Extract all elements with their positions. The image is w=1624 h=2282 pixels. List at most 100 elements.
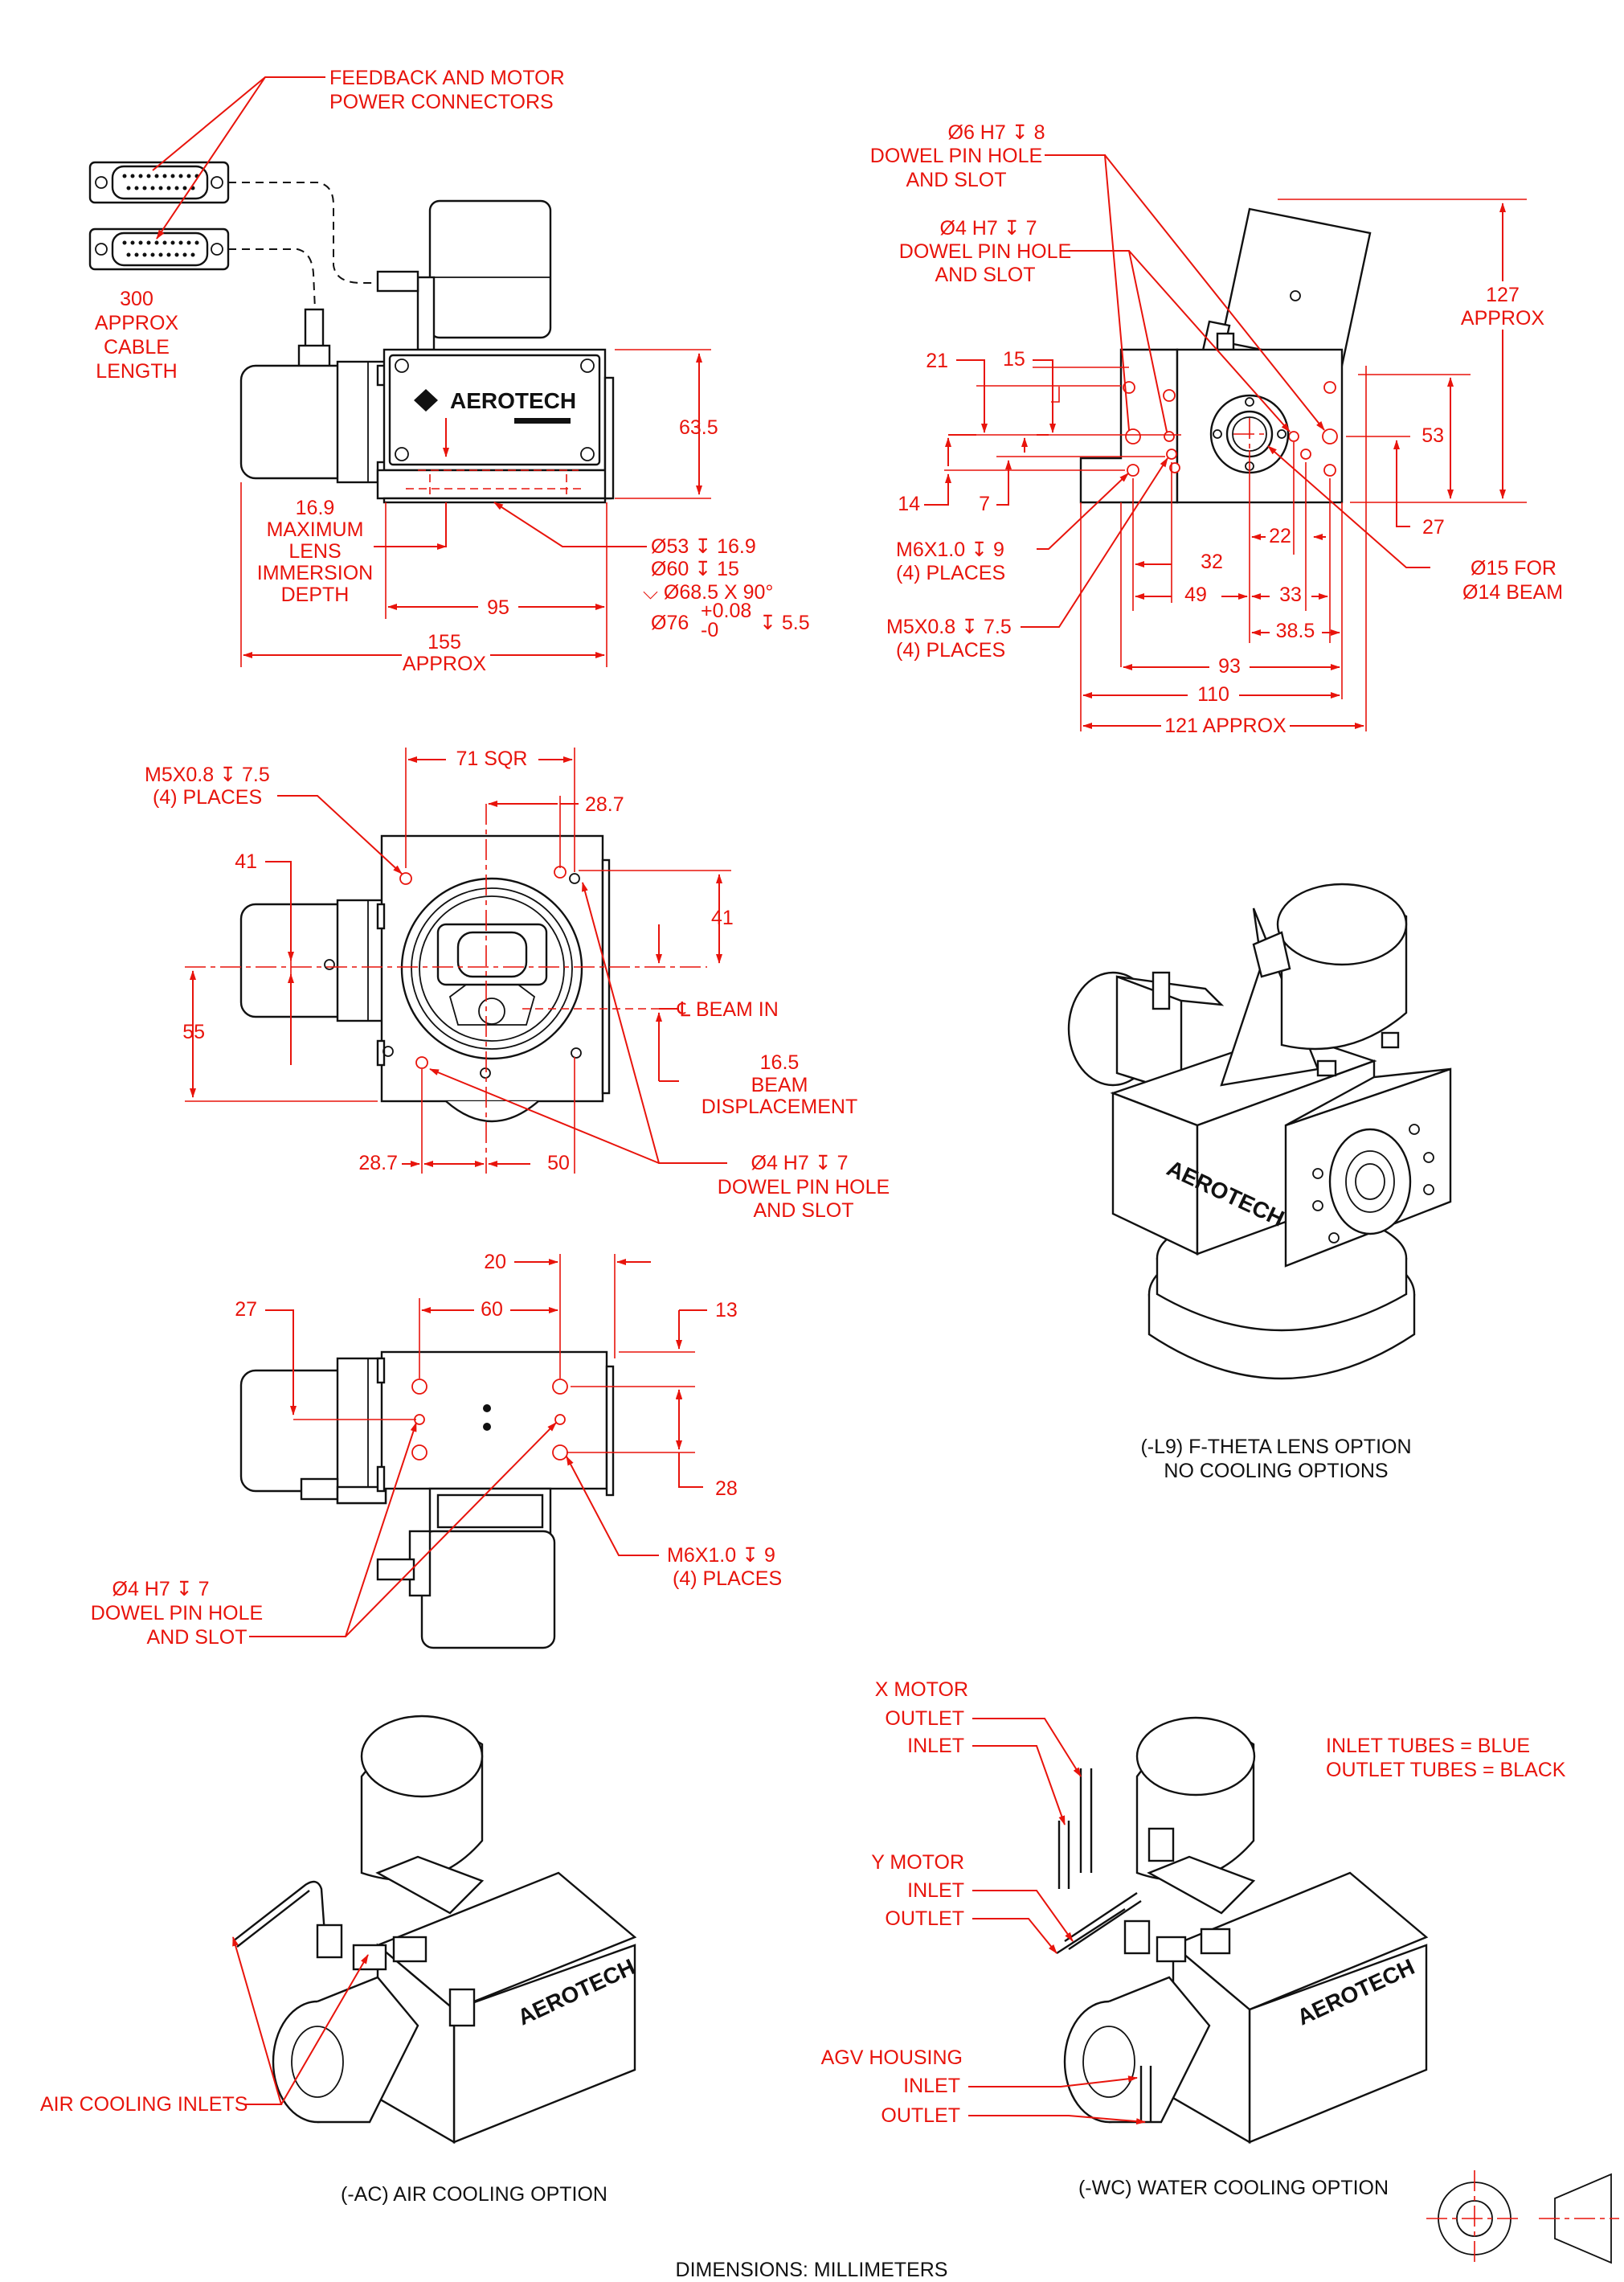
wc-iso-view: AEROTECH X MOTOR OUTLET INLET Y MOTOR IN… — [821, 1678, 1566, 2199]
aerotech-logo-side: AEROTECH — [450, 388, 576, 413]
connectors-label-1: FEEDBACK AND MOTOR — [329, 67, 565, 89]
ac-inlets: AIR COOLING INLETS — [40, 2093, 247, 2116]
b-28-7-top: 28.7 — [585, 793, 624, 816]
d15: 15 — [1003, 348, 1025, 371]
d33: 33 — [1279, 584, 1302, 606]
db-connector-top — [88, 161, 230, 204]
cable-label-1: 300 — [120, 288, 153, 310]
d110: 110 — [1197, 683, 1229, 706]
d53: 53 — [1422, 424, 1444, 447]
d38-5: 38.5 — [1276, 620, 1315, 642]
width-155: 155 — [427, 631, 461, 653]
bore-4: Ø76 — [651, 612, 689, 634]
d121: 121 APPROX — [1164, 715, 1287, 737]
t-dowel-1: Ø4 H7 ↧ 7 — [112, 1578, 210, 1600]
disp-2: BEAM — [751, 1074, 808, 1096]
units-footer: DIMENSIONS: MILLIMETERS — [676, 2259, 948, 2281]
beam-1: Ø15 FOR — [1471, 557, 1557, 580]
top-view: 20 27 60 13 28 M6X1.0 ↧ 9 (4) PLACES Ø4 … — [91, 1251, 782, 1649]
wc-y-3: OUTLET — [885, 1907, 964, 1930]
immersion-3: LENS — [288, 540, 341, 563]
b-m5-1: M5X0.8 ↧ 7.5 — [145, 764, 270, 786]
b-dowel-1: Ø4 H7 ↧ 7 — [751, 1152, 849, 1174]
wc-agv-3: OUTLET — [881, 2104, 960, 2127]
dowel4-3: AND SLOT — [935, 264, 1035, 286]
bore-3: ⌵ Ø68.5 X 90° — [643, 581, 773, 604]
bore-1: Ø53 ↧ 16.9 — [651, 535, 756, 558]
d27: 27 — [1422, 516, 1445, 539]
t-27: 27 — [235, 1298, 257, 1321]
wc-agv-1: AGV HOUSING — [821, 2046, 963, 2069]
cable-label-3: CABLE — [104, 336, 170, 358]
cable-label-2: APPROX — [95, 312, 179, 334]
l9-iso-view: AEROTECH (-L9) F-THETA LENS OPTION NO CO… — [1067, 883, 1452, 1482]
d14: 14 — [898, 493, 920, 515]
sqr-71: 71 SQR — [456, 748, 528, 770]
wc-x-3: INLET — [907, 1735, 964, 1757]
bore-tol-plus: +0.08 — [701, 600, 751, 622]
b-41-right: 41 — [711, 907, 734, 929]
bore-5: ↧ 5.5 — [759, 612, 810, 634]
b-55: 55 — [182, 1021, 205, 1043]
h127-approx: APPROX — [1461, 307, 1545, 330]
wc-tubes-2: OUTLET TUBES = BLACK — [1326, 1759, 1566, 1781]
t-m6-1: M6X1.0 ↧ 9 — [667, 1544, 775, 1567]
cable-label-4: LENGTH — [96, 360, 177, 383]
ac-iso-view: AEROTECH AIR COOLING INLETS (-AC) AIR CO… — [40, 1715, 639, 2206]
d32: 32 — [1201, 551, 1223, 573]
t-dowel-3: AND SLOT — [146, 1626, 247, 1649]
t-20: 20 — [484, 1251, 506, 1273]
bore-tol-minus: -0 — [701, 619, 718, 641]
side-view: AEROTECH FEEDBACK AND MOTOR POWER CONNEC… — [88, 67, 810, 685]
width-95: 95 — [487, 596, 509, 619]
immersion-2: MAXIMUM — [267, 518, 364, 541]
m6-2: (4) PLACES — [896, 562, 1005, 584]
wc-y-2: INLET — [907, 1879, 964, 1902]
dowel6-1: Ø6 H7 ↧ 8 — [948, 121, 1045, 144]
immersion-4: IMMERSION — [257, 562, 373, 584]
wc-x-2: OUTLET — [885, 1707, 964, 1730]
wc-agv-2: INLET — [903, 2075, 960, 2097]
d22: 22 — [1269, 525, 1291, 547]
dowel6-3: AND SLOT — [906, 169, 1006, 191]
h127: 127 — [1486, 284, 1520, 306]
wc-y-1: Y MOTOR — [871, 1851, 964, 1874]
bottom-view: M5X0.8 ↧ 7.5 (4) PLACES 71 SQR 28.7 41 4… — [145, 748, 890, 1222]
beam-in: ℄ BEAM IN — [677, 998, 779, 1021]
disp-3: DISPLACEMENT — [702, 1096, 857, 1118]
dowel4-1: Ø4 H7 ↧ 7 — [940, 217, 1037, 240]
b-dowel-3: AND SLOT — [753, 1199, 853, 1222]
t-13: 13 — [715, 1299, 738, 1321]
front-view: Ø6 H7 ↧ 8 DOWEL PIN HOLE AND SLOT Ø4 H7 … — [870, 121, 1563, 737]
b-dowel-2: DOWEL PIN HOLE — [718, 1176, 890, 1198]
wc-x-1: X MOTOR — [875, 1678, 968, 1701]
dowel6-2: DOWEL PIN HOLE — [870, 145, 1042, 167]
connectors-label-2: POWER CONNECTORS — [329, 91, 554, 113]
d21: 21 — [926, 350, 948, 372]
m5-1: M5X0.8 ↧ 7.5 — [886, 616, 1012, 638]
m5-2: (4) PLACES — [896, 639, 1005, 662]
beam-2: Ø14 BEAM — [1462, 581, 1563, 604]
t-60: 60 — [481, 1298, 503, 1321]
b-28-7-bottom: 28.7 — [358, 1152, 398, 1174]
d7: 7 — [979, 493, 990, 515]
wc-tubes-1: INLET TUBES = BLUE — [1326, 1735, 1530, 1757]
width-155-approx: APPROX — [403, 653, 487, 675]
dowel4-2: DOWEL PIN HOLE — [899, 240, 1071, 263]
m6-1: M6X1.0 ↧ 9 — [896, 539, 1004, 561]
height-63-5: 63.5 — [679, 416, 718, 439]
d49: 49 — [1184, 584, 1207, 606]
wc-caption: (-WC) WATER COOLING OPTION — [1078, 2177, 1389, 2199]
projection-symbol-icon — [1426, 2170, 1619, 2267]
l9-caption-1: (-L9) F-THETA LENS OPTION — [1140, 1436, 1411, 1458]
b-50: 50 — [547, 1152, 570, 1174]
t-28: 28 — [715, 1477, 738, 1500]
disp-1: 16.5 — [760, 1051, 800, 1074]
d93: 93 — [1218, 655, 1241, 678]
l9-caption-2: NO COOLING OPTIONS — [1164, 1460, 1388, 1482]
bore-2: Ø60 ↧ 15 — [651, 558, 739, 580]
ac-caption: (-AC) AIR COOLING OPTION — [341, 2183, 607, 2206]
t-dowel-2: DOWEL PIN HOLE — [91, 1602, 263, 1624]
b-41-left: 41 — [235, 850, 257, 873]
